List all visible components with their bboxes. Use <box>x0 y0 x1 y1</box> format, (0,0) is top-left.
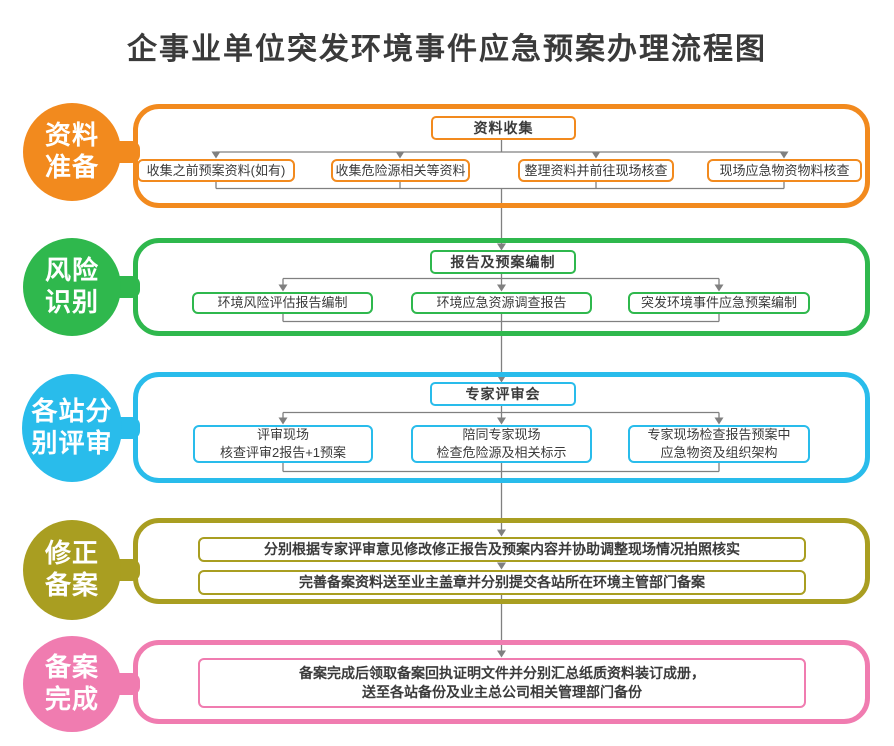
flow-header-box: 资料收集 <box>431 116 576 140</box>
flow-header-box: 专家评审会 <box>430 382 576 406</box>
stage-label-bubble: 各站分 别评审 <box>22 374 122 482</box>
flow-box: 突发环境事件应急预案编制 <box>628 292 810 314</box>
flow-box: 完善备案资料送至业主盖章并分别提交各站所在环境主管部门备案 <box>198 570 806 595</box>
flow-box-line: 评审现场 <box>256 427 309 443</box>
flow-header-box: 报告及预案编制 <box>430 250 576 274</box>
flow-box-line: 应急物资及组织架构 <box>660 445 778 460</box>
flow-box-line: 核查评审2报告+1预案 <box>219 445 347 460</box>
flow-box-line: 送至各站备份及业主总公司相关管理部门备份 <box>362 684 642 700</box>
flow-box: 评审现场 核查评审2报告+1预案 <box>193 425 373 463</box>
flow-box: 环境风险评估报告编制 <box>192 292 373 314</box>
stage-label-line: 完成 <box>44 684 99 714</box>
stage-label-line: 识别 <box>44 287 99 317</box>
stage-container <box>133 640 870 724</box>
stage-label-bubble: 备案 完成 <box>23 636 121 732</box>
stage-container <box>133 104 870 208</box>
stage-label-line: 备案 <box>44 652 99 683</box>
stage-label-line: 风险 <box>44 255 99 286</box>
flow-box: 环境应急资源调查报告 <box>411 292 592 314</box>
stage-container <box>133 518 870 604</box>
stage-container <box>133 372 870 483</box>
flow-box: 分别根据专家评审意见修改修正报告及预案内容并协助调整现场情况拍照核实 <box>198 537 806 562</box>
stage-label-line: 资料 <box>44 120 99 151</box>
flow-box: 整理资料并前往现场核查 <box>518 159 674 182</box>
flow-box: 收集之前预案资料(如有) <box>137 159 295 182</box>
stage-container <box>133 238 870 336</box>
flow-box-line: 专家现场检查报告预案中 <box>647 427 791 443</box>
stage-label-line: 准备 <box>44 152 99 182</box>
flow-box: 陪同专家现场 检查危险源及相关标示 <box>411 425 592 463</box>
stage-label-bubble: 修正 备案 <box>23 520 121 620</box>
stage-label-line: 别评审 <box>31 428 113 458</box>
stage-label-line: 备案 <box>44 570 99 600</box>
stage-label-line: 修正 <box>44 538 99 569</box>
stage-label-bubble: 风险 识别 <box>23 238 121 336</box>
flow-box: 收集危险源相关等资料 <box>331 159 470 182</box>
stage-label-line: 各站分 <box>31 396 113 427</box>
flow-box: 现场应急物资物料核查 <box>707 159 862 182</box>
flow-box-line: 检查危险源及相关标示 <box>436 445 567 460</box>
flow-box-line: 备案完成后领取备案回执证明文件并分别汇总纸质资料装订成册， <box>299 664 705 681</box>
flow-box: 专家现场检查报告预案中 应急物资及组织架构 <box>628 425 810 463</box>
page-title: 企事业单位突发环境事件应急预案办理流程图 <box>127 33 767 66</box>
flow-box: 备案完成后领取备案回执证明文件并分别汇总纸质资料装订成册， 送至各站备份及业主总… <box>198 658 806 708</box>
stage-label-bubble: 资料 准备 <box>23 103 121 201</box>
flow-box-line: 陪同专家现场 <box>462 427 541 443</box>
